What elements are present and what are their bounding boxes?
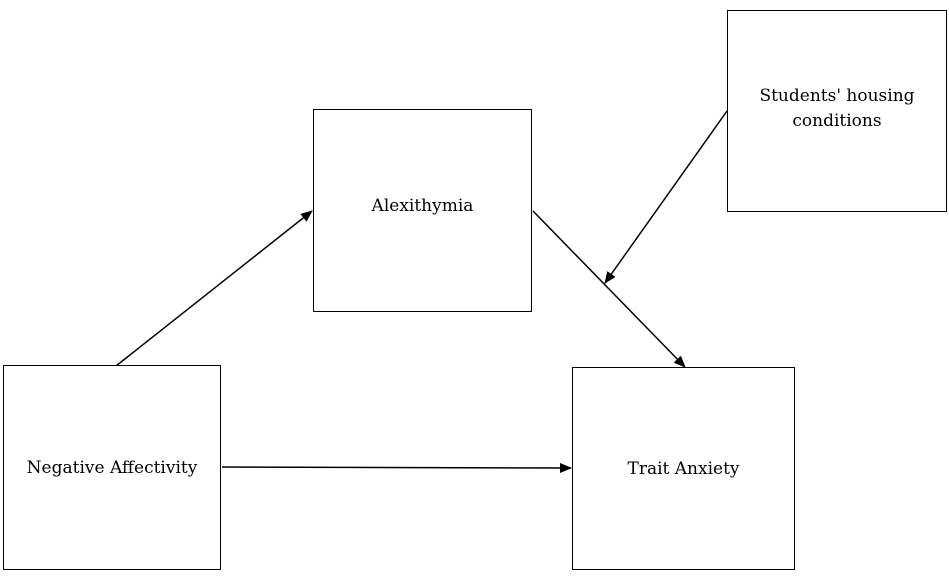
node-label-alexithymia: Alexithymia (371, 196, 474, 217)
node-alexithymia: Alexithymia (313, 109, 532, 312)
arrow-housing-moderation (604, 110, 728, 284)
arrow-alexithymia-to-anxiety (532, 210, 686, 368)
node-label-trait-anxiety: Trait Anxiety (627, 459, 740, 480)
node-trait-anxiety: Trait Anxiety (572, 367, 795, 570)
node-label-housing: Students' housing conditions (759, 86, 915, 131)
node-students-housing-conditions: Students' housing conditions (727, 10, 947, 212)
arrow-negative-to-anxiety (221, 462, 572, 473)
node-negative-affectivity: Negative Affectivity (3, 365, 221, 570)
arrow-negative-to-alexithymia (115, 210, 313, 367)
node-label-negative-affectivity: Negative Affectivity (26, 458, 198, 479)
